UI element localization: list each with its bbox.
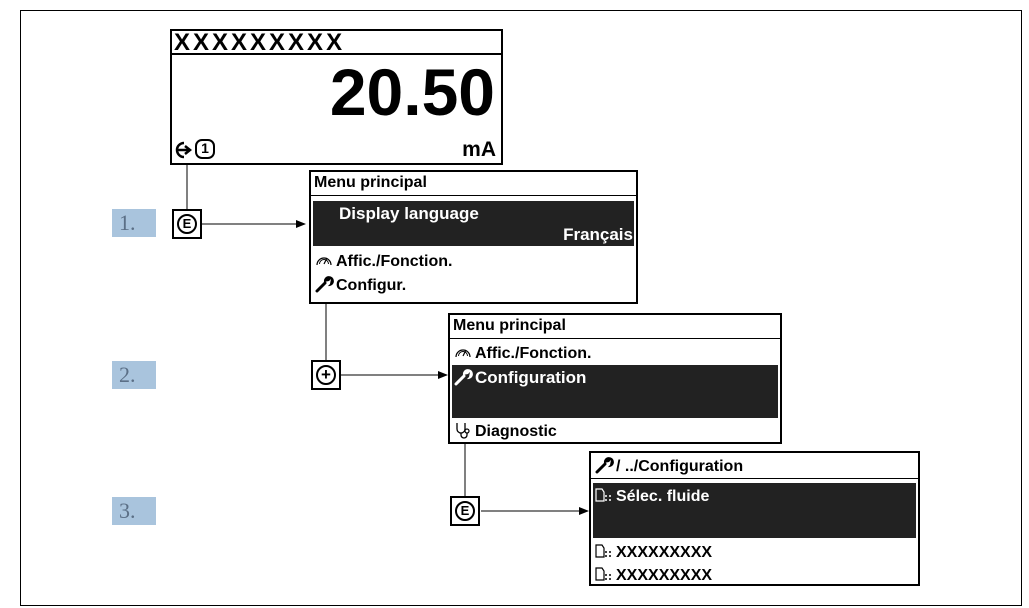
menu-item-diagnostic[interactable]: Diagnostic — [453, 421, 557, 441]
menu-principal-screen-1: Menu principal Display language Français… — [309, 170, 638, 304]
display-unit: mA — [462, 138, 496, 161]
wrench-icon — [315, 276, 334, 293]
menu-item-display-language[interactable]: Display language Français — [313, 201, 634, 246]
plus-key-label: + — [316, 365, 336, 385]
submenu-icon — [595, 488, 612, 502]
plus-key-button[interactable]: + — [311, 360, 341, 390]
diagram-frame — [20, 10, 1022, 606]
gauge-icon — [455, 349, 471, 358]
display-value: 20.50 — [329, 55, 495, 129]
configur-label: Configur. — [336, 277, 407, 294]
step-2-label: 2. — [112, 361, 156, 389]
menu-item-placeholder-1[interactable]: XXXXXXXXX — [594, 542, 712, 562]
menu-item-affic-fonction[interactable]: Affic./Fonction. — [453, 343, 591, 363]
affic-fonction-label: Affic./Fonction. — [475, 345, 592, 362]
submenu-icon — [595, 544, 612, 558]
menu-item-selec-fluide[interactable]: Sélec. fluide — [593, 483, 916, 538]
channel-number: 1 — [201, 140, 209, 156]
stethoscope-icon — [456, 423, 470, 439]
wrench-icon — [595, 457, 614, 474]
step-1-label: 1. — [112, 209, 156, 237]
display-header: XXXXXXXXX — [172, 29, 501, 56]
menu-item-configuration[interactable]: Configuration — [452, 365, 778, 418]
enter-key-label-2: E — [455, 501, 475, 521]
measured-value-display: XXXXXXXXX 20.50 1 mA — [170, 29, 503, 165]
menu-principal-screen-2: Menu principal Affic./Fonction. Configur… — [448, 313, 782, 444]
diagnostic-label: Diagnostic — [475, 423, 557, 440]
menu-item-placeholder-2[interactable]: XXXXXXXXX — [594, 565, 712, 585]
placeholder-2-label: XXXXXXXXX — [616, 567, 713, 584]
enter-key-button-2[interactable]: E — [450, 496, 480, 526]
menu-title: Menu principal — [314, 174, 427, 191]
enter-key-label: E — [177, 214, 197, 234]
display-header-text: XXXXXXXXX — [174, 29, 346, 56]
gauge-icon — [316, 257, 332, 266]
affic-fonction-label: Affic./Fonction. — [336, 253, 453, 270]
menu-item-affic-fonction[interactable]: Affic./Fonction. — [314, 251, 452, 271]
configuration-label: Configuration — [475, 368, 587, 387]
configuration-path-text: / ../Configuration — [616, 458, 744, 475]
selec-fluide-label: Sélec. fluide — [616, 488, 710, 505]
display-language-value: Français — [563, 225, 633, 244]
menu-item-configur[interactable]: Configur. — [314, 275, 406, 295]
channel-number-icon: 1 — [195, 139, 215, 159]
submenu-icon — [595, 567, 612, 581]
wrench-icon — [454, 369, 473, 386]
display-language-label: Display language — [339, 204, 479, 223]
step-3-label: 3. — [112, 497, 156, 525]
output-arrow-icon — [172, 140, 196, 160]
configuration-screen: / ../Configuration Sélec. fluide XXXXXXX… — [589, 451, 920, 586]
configuration-path-title: / ../Configuration — [594, 456, 743, 476]
menu-title: Menu principal — [453, 317, 566, 334]
placeholder-1-label: XXXXXXXXX — [616, 544, 713, 561]
enter-key-button[interactable]: E — [172, 209, 202, 239]
